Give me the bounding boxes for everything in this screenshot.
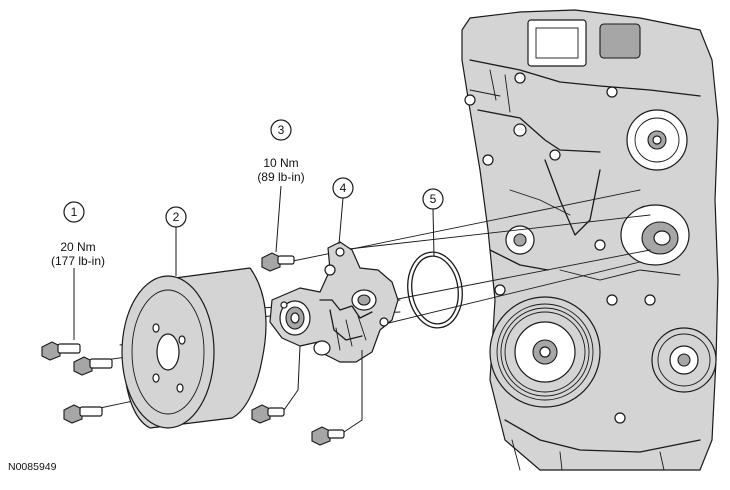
callout-2: 2: [165, 206, 187, 228]
svg-text:2: 2: [173, 210, 180, 224]
engine-front-cover: [461, 9, 719, 471]
water-pump-bolts: [251, 252, 345, 446]
water-pump-pulley: [121, 267, 267, 429]
pulley-bolt: [41, 341, 81, 361]
callout-1-torque-nm: 20 Nm: [60, 240, 95, 254]
callout-5: 5: [422, 188, 444, 210]
callout-4: 4: [332, 177, 354, 199]
svg-text:4: 4: [340, 181, 347, 195]
pulley-bolt: [73, 356, 113, 376]
callout-1-torque-lbin: (177 lb-in): [51, 254, 105, 268]
pulley-bolts: [41, 341, 113, 424]
svg-text:1: 1: [71, 205, 78, 219]
callout-3-torque-nm: 10 Nm: [263, 156, 298, 170]
leader-lines: [73, 185, 435, 433]
pulley-bolt: [63, 404, 103, 424]
water-pump: [269, 241, 399, 363]
callout-1: 1: [63, 201, 85, 223]
figure-id: N0085949: [8, 461, 57, 473]
water-pump-bolt: [261, 252, 295, 272]
callout-3: 3: [270, 119, 292, 141]
water-pump-bolt: [311, 426, 345, 446]
svg-text:5: 5: [430, 192, 437, 206]
water-pump-gasket: [407, 251, 463, 329]
water-pump-bolt: [251, 404, 285, 424]
svg-text:3: 3: [278, 123, 285, 137]
callout-3-torque-lbin: (89 lb-in): [257, 170, 304, 184]
